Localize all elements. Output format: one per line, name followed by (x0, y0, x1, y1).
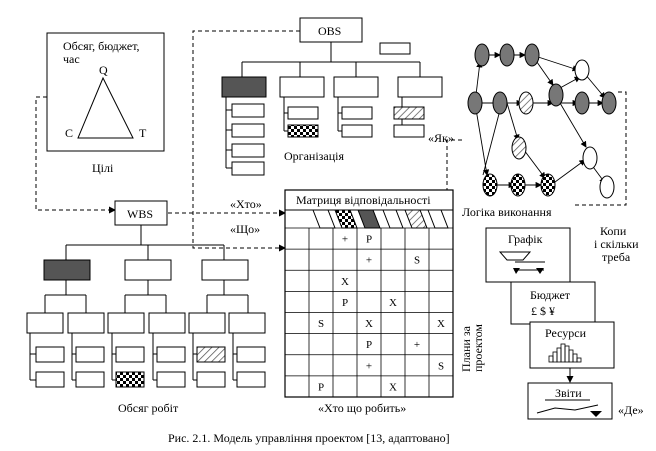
objectives-box: Обсяг, бюджет, час Q C T Цілі (46, 32, 165, 175)
wbs-title: WBS (127, 207, 153, 221)
copies-label-line2: і скільки (594, 237, 639, 251)
matrix-cell: + (342, 234, 348, 246)
objectives-caption: Цілі (92, 161, 114, 175)
wbs-root (114, 200, 168, 226)
matrix-cell: P (342, 297, 348, 309)
qct-triangle (77, 76, 134, 139)
matrix-cell: S (414, 255, 420, 267)
resource-histogram (548, 343, 582, 363)
matrix-cell: X (389, 381, 397, 393)
matrix-cell: X (437, 318, 445, 330)
what-label: «Що» (230, 222, 260, 236)
matrix-cell: + (366, 255, 372, 267)
copies-label-line3: треба (602, 250, 631, 264)
obs-caption: Організація (284, 149, 344, 163)
matrix-cell: + (366, 360, 372, 372)
matrix-cell: P (366, 234, 372, 246)
resources-card (529, 321, 615, 369)
project-plans-stack: Плани за проектом Графік Бюджет £ $ ¥ Ре… (459, 224, 644, 420)
matrix-cell: P (318, 381, 324, 393)
vertex-c: C (65, 126, 73, 140)
wbs-tree: WBS (26, 200, 266, 415)
scope-label-line2: час (63, 52, 80, 66)
matrix-caption: «Хто що робить» (318, 401, 406, 415)
matrix-title: Матриця відповідальності (296, 193, 431, 207)
matrix-cell: S (438, 360, 444, 372)
copies-label: Копи (600, 224, 627, 238)
plans-side-label: Плани за (459, 325, 473, 372)
budget-label: Бюджет (530, 288, 571, 302)
reports-label: Звіти (555, 386, 582, 400)
resources-label: Ресурси (545, 326, 587, 340)
matrix-cell: P (366, 339, 372, 351)
matrix-cell: X (389, 297, 397, 309)
wbs-caption: Обсяг робіт (118, 401, 179, 415)
scope-label: Обсяг, бюджет, (63, 39, 140, 53)
matrix-cell: + (414, 339, 420, 351)
vertex-t: T (139, 126, 147, 140)
matrix-cell: X (365, 318, 373, 330)
schedule-label: Графік (508, 232, 543, 246)
obs-root (299, 17, 363, 43)
figure-caption: Рис. 2.1. Модель управління проектом [13… (168, 431, 450, 445)
vertex-q: Q (99, 63, 108, 77)
who-label: «Хто» (230, 197, 262, 211)
currency-symbols: £ $ ¥ (531, 304, 555, 318)
matrix-cell: S (318, 318, 324, 330)
execution-logic-network: Логіка виконання «Як» (428, 43, 617, 219)
obs-tree: OBS (221, 17, 443, 176)
plans-side-label-line2: проектом (471, 324, 485, 372)
matrix-cell: X (341, 276, 349, 288)
how-label: «Як» (428, 131, 454, 145)
obs-title: OBS (318, 24, 341, 38)
budget-card (510, 281, 596, 325)
network-caption: Логіка виконання (462, 205, 552, 219)
where-label: «Де» (618, 403, 644, 417)
